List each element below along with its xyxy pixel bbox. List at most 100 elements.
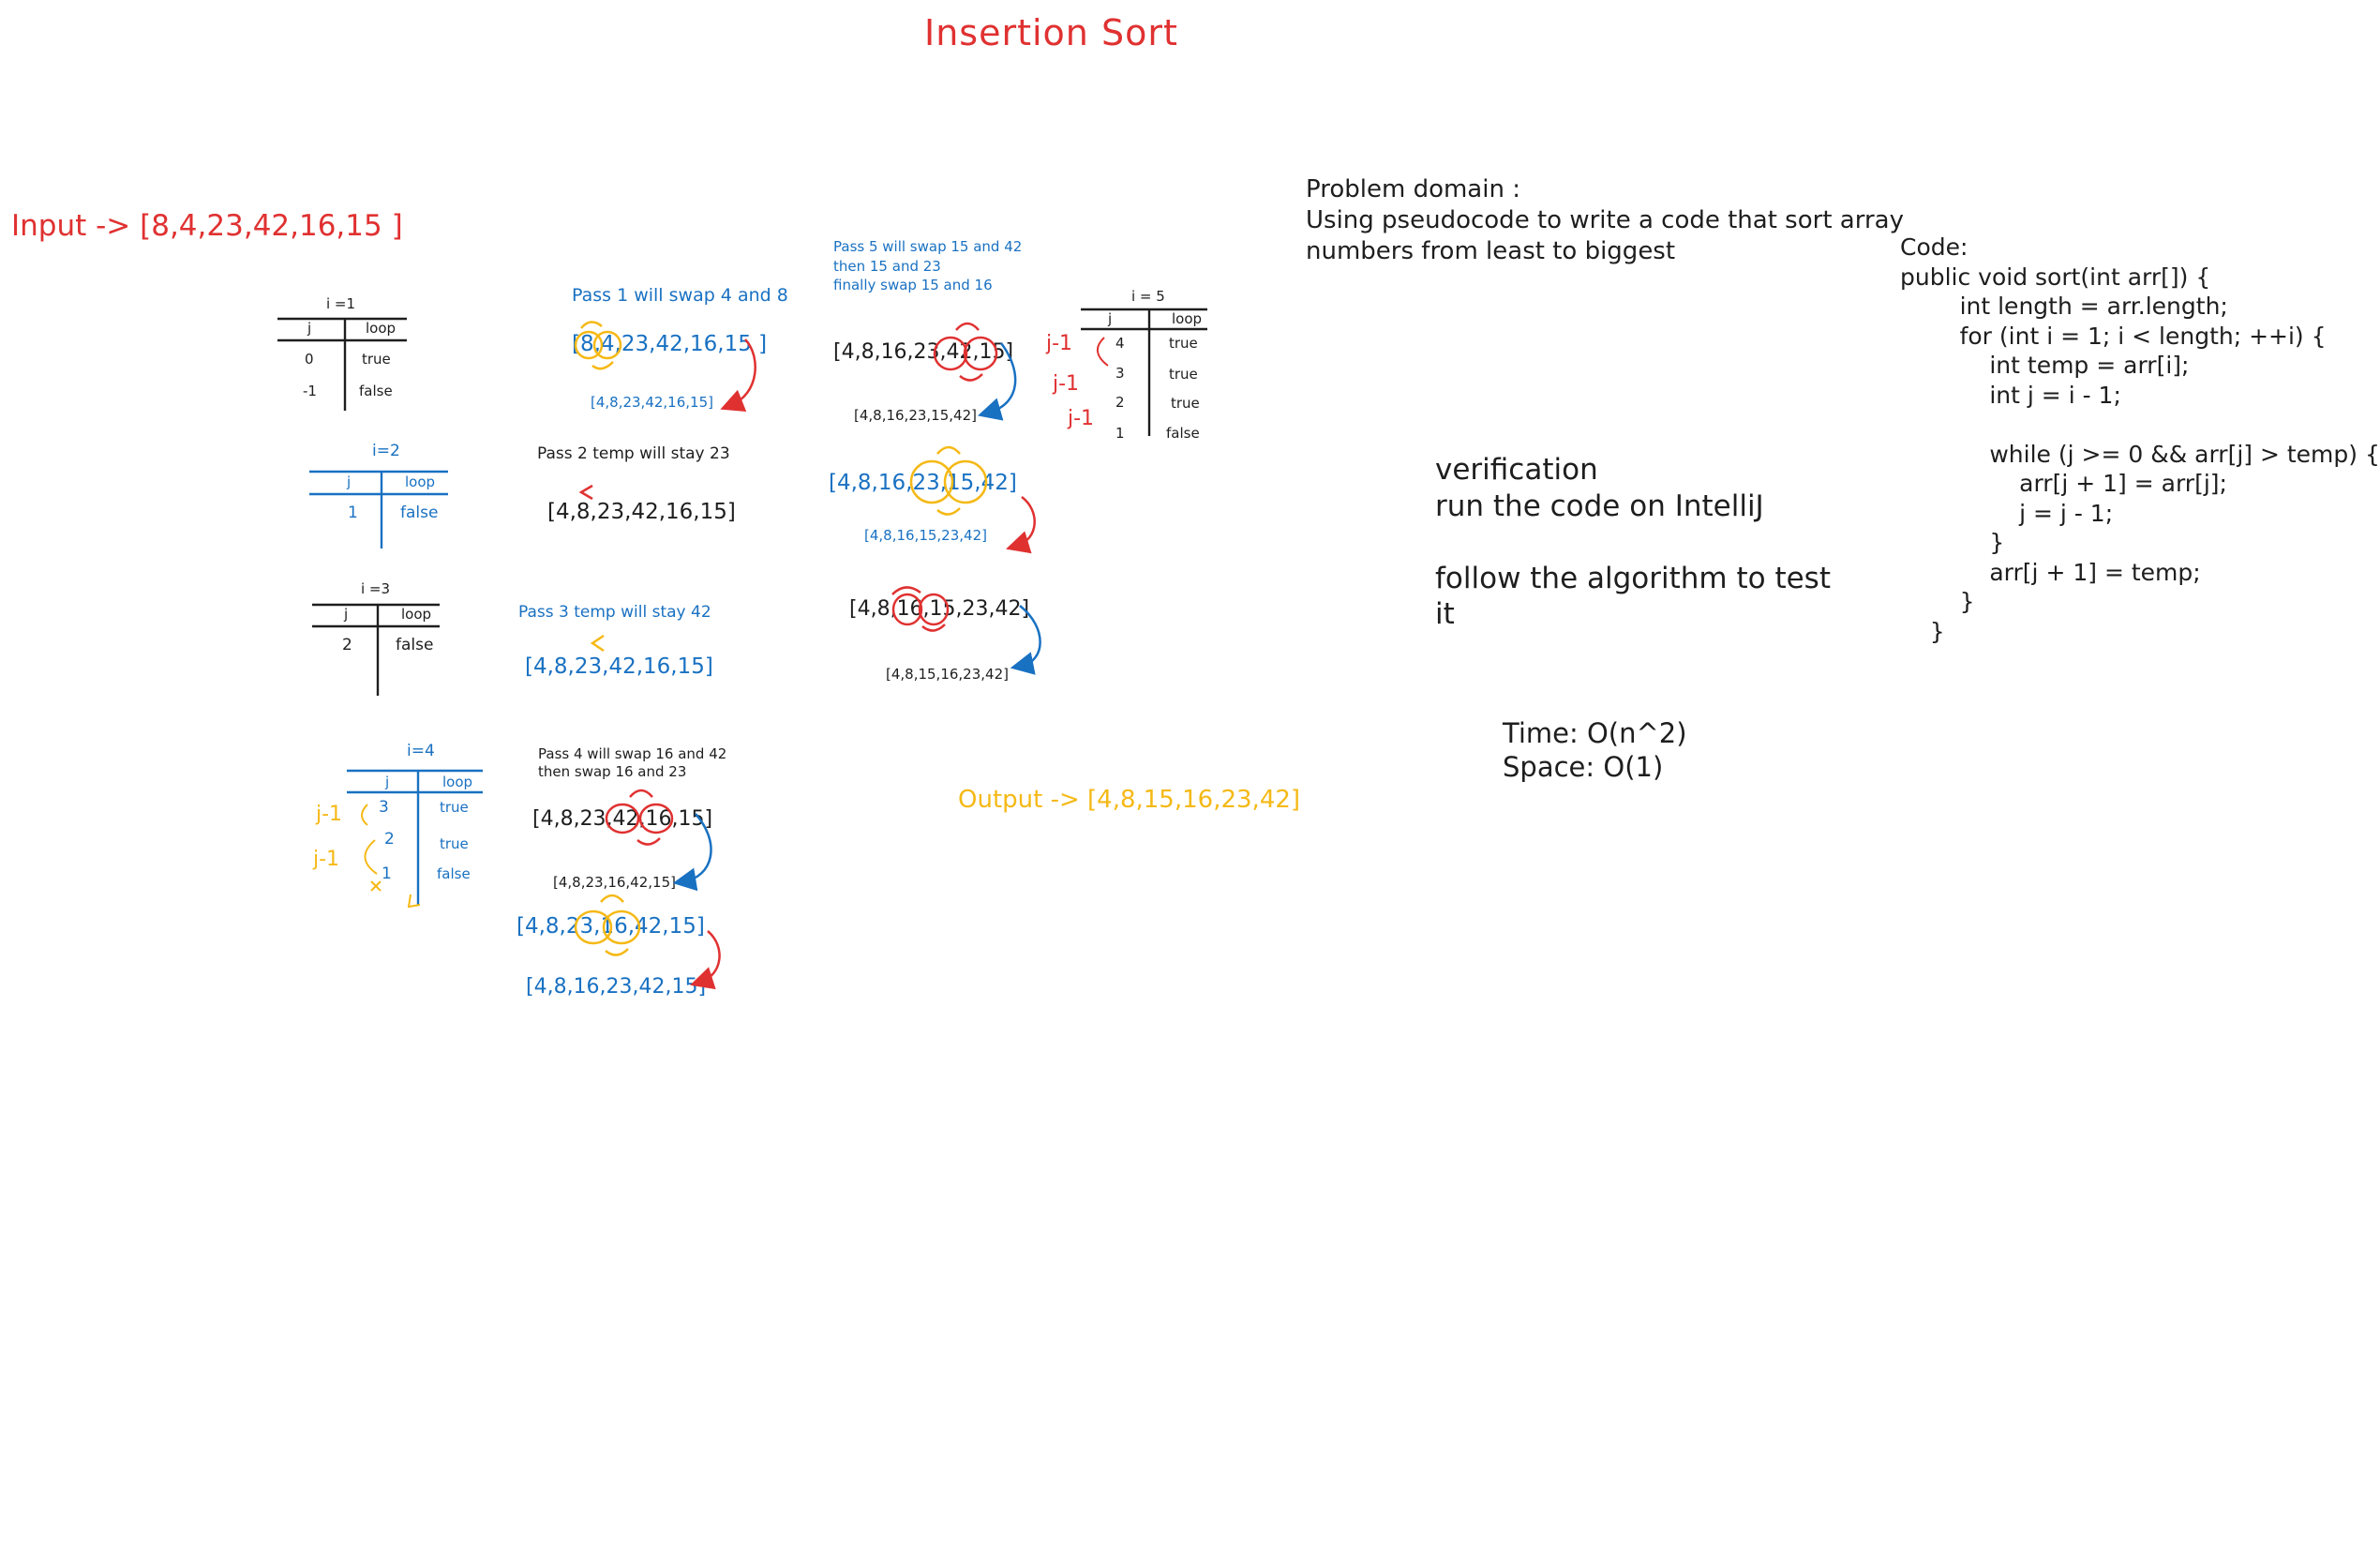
table1-col-j: j	[307, 320, 312, 337]
pass4-arrow	[672, 813, 712, 892]
page-title: Insertion Sort	[924, 12, 1178, 53]
pass5-step3-arrow	[1010, 605, 1041, 675]
verification: verification run the code on IntelliJ fo…	[1435, 452, 1831, 633]
table1-cell: false	[359, 383, 393, 399]
problem-heading: Problem domain :	[1306, 175, 1520, 203]
j-minus-one-note: j-1	[313, 848, 340, 871]
pass4-step2-marks	[574, 894, 641, 956]
code-line: int length = arr.length;	[1900, 293, 2228, 320]
pass1-arrow	[720, 338, 756, 412]
table5-cell: 4	[1115, 335, 1125, 352]
pass1-result: [4,8,23,42,16,15]	[591, 394, 713, 411]
input-label: Input -> [8,4,23,42,16,15 ]	[11, 209, 403, 243]
table3-cell: false	[396, 636, 434, 654]
table3-title: i =3	[361, 580, 391, 597]
table4-title: i=4	[407, 742, 435, 760]
table1-cell: -1	[303, 383, 317, 399]
pass4-swap-marks	[605, 789, 674, 846]
pass5-label: then 15 and 23	[833, 258, 941, 275]
table2-col-j: j	[347, 473, 352, 490]
code-line: }	[1900, 588, 1975, 615]
table3-cell: 2	[342, 636, 352, 654]
complexity: Time: O(n^2) Space: O(1)	[1503, 716, 1687, 784]
pass3-label: Pass 3 temp will stay 42	[518, 603, 711, 622]
pass4-step1: [4,8,23,16,42,15]	[553, 874, 676, 891]
table1-grid	[277, 317, 407, 411]
table5-cell: 1	[1115, 425, 1125, 442]
code-line: for (int i = 1; i < length; ++i) {	[1900, 322, 2327, 350]
space-complexity: Space: O(1)	[1503, 751, 1664, 783]
code-heading: Code:	[1900, 233, 1968, 261]
table4-cell: false	[437, 865, 471, 882]
table5-grid	[1081, 308, 1207, 436]
code-line: arr[j + 1] = temp;	[1900, 558, 2201, 586]
pass5-step2-arrow	[1006, 496, 1036, 554]
code-line: while (j >= 0 && arr[j] > temp) {	[1900, 440, 2380, 468]
pass4-array: [4,8,23,42,16,15]	[532, 807, 713, 831]
table5-cell: true	[1171, 395, 1200, 412]
table5-cell: 3	[1115, 365, 1125, 382]
table5-title: i = 5	[1131, 288, 1165, 305]
pass5-swap-marks	[933, 322, 998, 382]
code-block: Code:public void sort(int arr[]) { int l…	[1900, 233, 2380, 646]
time-complexity: Time: O(n^2)	[1503, 717, 1687, 749]
verification-line: it	[1435, 597, 1455, 631]
pass2-mark	[578, 484, 593, 501]
pass3-array: [4,8,23,42,16,15]	[525, 654, 713, 679]
code-line: }	[1900, 617, 1945, 645]
table4-cell: 1	[382, 864, 392, 883]
pass4-label: then swap 16 and 23	[538, 763, 687, 780]
pass4-label: Pass 4 will swap 16 and 42	[538, 745, 727, 762]
table4-col-loop: loop	[442, 774, 473, 790]
pass5-array: [4,8,16,23,42,15]	[833, 340, 1014, 364]
pass5-step2-result: [4,8,16,15,23,42]	[864, 527, 987, 544]
table4-cell: true	[440, 835, 469, 852]
table5-cell: 2	[1115, 394, 1125, 411]
verification-line: follow the algorithm to test	[1435, 561, 1831, 595]
pass1-swap-marks	[574, 321, 622, 370]
j-minus-one-note: j-1	[1068, 407, 1095, 430]
output-label: Output -> [4,8,15,16,23,42]	[958, 786, 1301, 814]
verification-line: verification	[1435, 453, 1598, 487]
pass5-step2-marks	[909, 445, 988, 516]
pass5-arrow	[977, 342, 1017, 421]
code-line: arr[j + 1] = arr[j];	[1900, 470, 2227, 497]
table5-col-loop: loop	[1172, 310, 1203, 327]
table5-cell: true	[1169, 335, 1198, 352]
j-minus-one-note: j-1	[316, 803, 343, 826]
pass5-step1: [4,8,16,23,15,42]	[854, 407, 977, 424]
table4-grid	[347, 769, 483, 905]
code-line: int j = i - 1;	[1900, 381, 2121, 409]
table5-cell: true	[1169, 366, 1198, 383]
table2-cell: false	[400, 503, 439, 522]
table2-grid	[309, 470, 448, 549]
code-line: int temp = arr[i];	[1900, 352, 2190, 379]
pass4-result: [4,8,16,23,42,15]	[526, 975, 707, 999]
table4-cell: true	[440, 799, 469, 816]
table1-title: i =1	[326, 295, 356, 312]
pass5-label: Pass 5 will swap 15 and 42	[833, 238, 1023, 255]
table5-cell: false	[1166, 425, 1200, 442]
pass5-result: [4,8,15,16,23,42]	[886, 666, 1009, 683]
table1-cell: true	[362, 351, 391, 368]
pass2-label: Pass 2 temp will stay 23	[537, 444, 730, 463]
table2-title: i=2	[372, 442, 400, 460]
pass4-step2-arrow	[690, 930, 721, 990]
table3-grid	[312, 603, 440, 696]
problem-line: Using pseudocode to write a code that so…	[1306, 206, 1904, 234]
table3-col-loop: loop	[401, 606, 432, 623]
pass5-step3-marks	[891, 586, 950, 632]
problem-domain: Problem domain : Using pseudocode to wri…	[1306, 174, 1904, 267]
pass2-array: [4,8,23,42,16,15]	[547, 500, 736, 524]
table2-col-loop: loop	[405, 473, 436, 490]
table2-cell: 1	[348, 503, 358, 522]
j-minus-one-note: j-1	[1053, 372, 1080, 396]
code-line: j = j - 1;	[1900, 499, 2114, 527]
code-line: }	[1900, 529, 2005, 556]
pass1-array: [8,4,23,42,16,15 ]	[572, 332, 768, 356]
pass1-label: Pass 1 will swap 4 and 8	[572, 285, 788, 306]
pass5-step3-array: [4,8,16,15,23,42]	[849, 597, 1030, 621]
verification-line: run the code on IntelliJ	[1435, 488, 1764, 523]
table4-cell: 2	[384, 830, 395, 849]
